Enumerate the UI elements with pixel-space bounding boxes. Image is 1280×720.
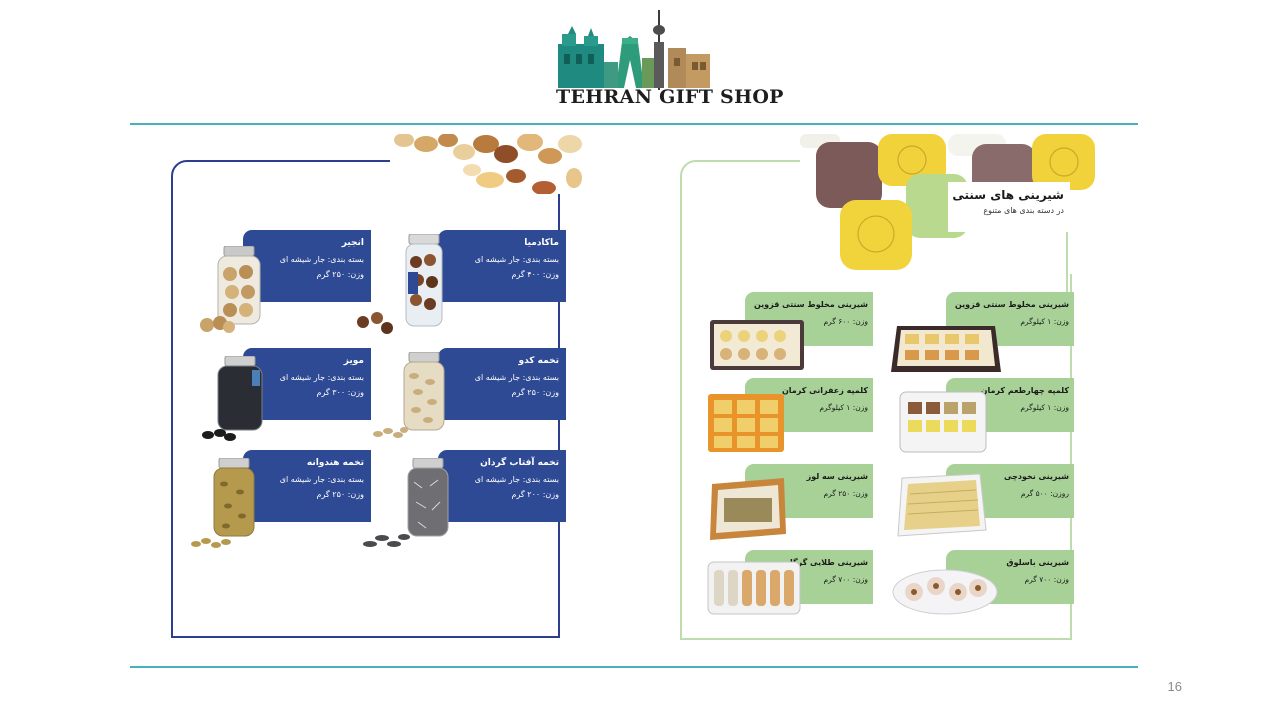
raisin-jar-image — [217, 356, 263, 431]
tehran-gift-shop-logo: TEHRAN GIFT SHOP — [556, 2, 784, 114]
se-loz-box-image — [710, 478, 786, 540]
qazvin-mixed-600g-box-image — [710, 320, 804, 370]
header-divider — [130, 123, 1138, 125]
nokhodchi-box-image — [897, 473, 987, 537]
sweets-heading-box: شیرینی های سنتی در دسته بندی های متنوع — [948, 182, 1070, 232]
sweets-subheading: در دسته بندی های متنوع — [983, 206, 1064, 215]
baslogh-box-image — [892, 569, 998, 615]
sunflower-seed-jar-image — [407, 458, 449, 537]
watermelon-seeds-image — [191, 538, 231, 548]
sweets-frame-accent — [1066, 232, 1068, 292]
nut-card-watermelon-seed: تخمه هندوانه بسته بندی: جار شیشه ای وزن:… — [243, 450, 371, 522]
sunflower-seeds-image — [363, 534, 410, 547]
watermelon-seed-jar-image — [213, 458, 255, 537]
nut-card-sunflower-seed: تخمه آفتاب گردان بسته بندی: جار شیشه ای … — [438, 450, 566, 522]
footer-divider — [130, 666, 1138, 668]
qazvin-mixed-1kg-box-image — [891, 326, 1001, 372]
macadamia-nuts-image — [357, 312, 393, 334]
pumpkin-seed-jar-image — [403, 352, 445, 431]
logo-text: TEHRAN GIFT SHOP — [556, 86, 784, 108]
nut-card-macadamia: ماکادمیا بسته بندی: جار شیشه ای وزن: ۴۰۰… — [438, 230, 566, 302]
nut-card-pumpkin-seed: تخمه کدو بسته بندی: جار شیشه ای وزن: ۲۵۰… — [438, 348, 566, 420]
figs-image — [200, 316, 235, 333]
kolompeh-saffron-box-image — [708, 394, 784, 452]
traditional-sweets-image — [800, 134, 1095, 274]
pumpkin-seeds-image — [373, 427, 408, 438]
mixed-nuts-image — [390, 134, 584, 194]
nut-card-raisin: مویز بسته بندی: جار شیشه ای وزن: ۳۰۰ گرم — [243, 348, 371, 420]
page-number: 16 — [1167, 679, 1182, 694]
tehran-skyline-icon — [558, 10, 710, 90]
raisins-image — [202, 429, 236, 441]
fig-jar-image — [217, 246, 261, 325]
golden-gorgan-box-image — [707, 561, 801, 615]
sweets-heading: شیرینی های سنتی — [952, 188, 1064, 202]
kolompeh-four-flavor-box-image — [899, 391, 987, 453]
macadamia-jar-image — [405, 234, 443, 327]
nut-card-fig: انجیر بسته بندی: جار شیشه ای وزن: ۲۵۰ گر… — [243, 230, 371, 302]
